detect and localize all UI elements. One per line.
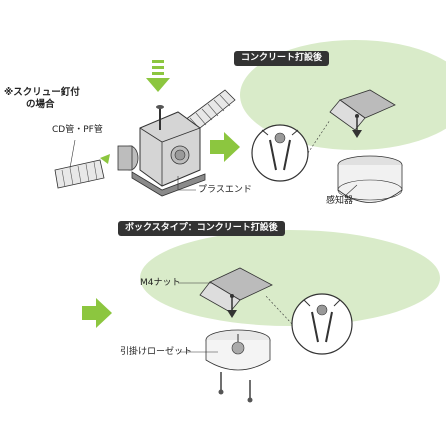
rosette-device (205, 329, 271, 403)
insert-arrow-icon (100, 154, 110, 164)
sensor-label: 感知器 (326, 196, 354, 206)
screw-nail-title: ※スクリュー釘付 (4, 87, 80, 98)
down-arrow-icon (146, 60, 170, 92)
ceiling-area-bottom (140, 230, 440, 326)
box-type-badge: ボックスタイプ：コンクリート打設後 (118, 221, 285, 236)
concrete-after-badge: コンクリート打設後 (234, 51, 330, 66)
right-arrow-icon (82, 298, 112, 328)
ceiling-area-top (240, 40, 446, 150)
right-arrow-icon (210, 132, 240, 162)
ceiling-bracket-bottom (199, 267, 273, 318)
ceiling-bracket-top (329, 89, 396, 138)
m4-nut-label: M4ナット (140, 278, 181, 288)
sensor-device (337, 155, 403, 203)
detail-magnifier-bottom (264, 293, 353, 355)
plus-end-label: プラスエンド (198, 185, 252, 195)
junction-box-assembly (54, 89, 236, 197)
rosette-label: 引掛けローゼット (120, 347, 193, 357)
screw-nail-subtitle: の場合 (26, 99, 55, 110)
detail-magnifier-top (251, 119, 331, 182)
cd-pf-pipe-label: CD管・PF管 (52, 125, 103, 135)
